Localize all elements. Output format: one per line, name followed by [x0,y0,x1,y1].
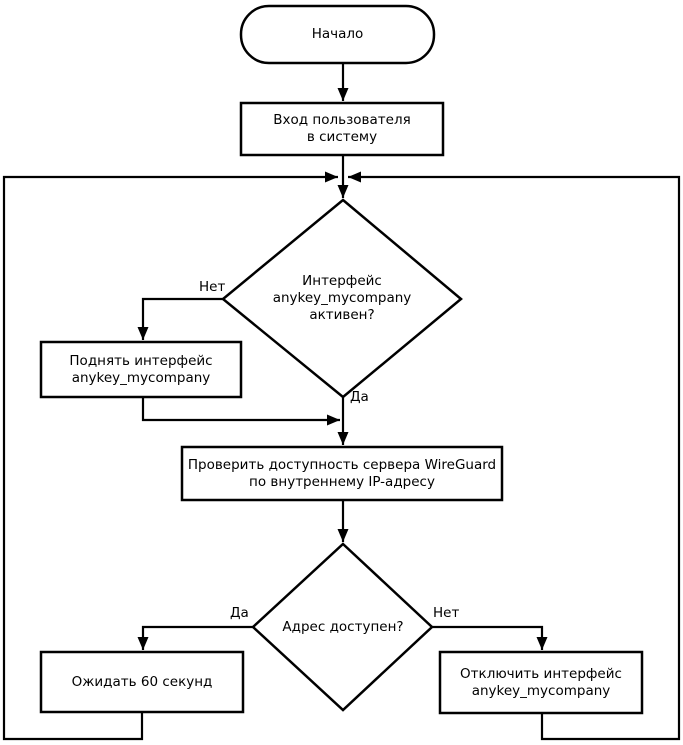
edge-interface-no-to-bring-up [137,297,223,340]
edge-address-no-to-disable [432,625,548,650]
disable-process-shape [438,650,644,715]
edge-bring-up-to-main-line [141,397,340,426]
edge-disable-loop-back [348,171,681,741]
start-terminator-shape [239,4,436,65]
address-available-decision-shape [251,542,434,712]
bring-up-process-shape [39,340,243,399]
edge-address-yes-to-wait [137,625,253,650]
check-server-process-shape [180,445,504,502]
login-process-shape [239,101,445,157]
edge-wait-loop-back [2,171,338,741]
interface-active-decision-shape [221,198,463,399]
wait-process-shape [39,650,245,714]
